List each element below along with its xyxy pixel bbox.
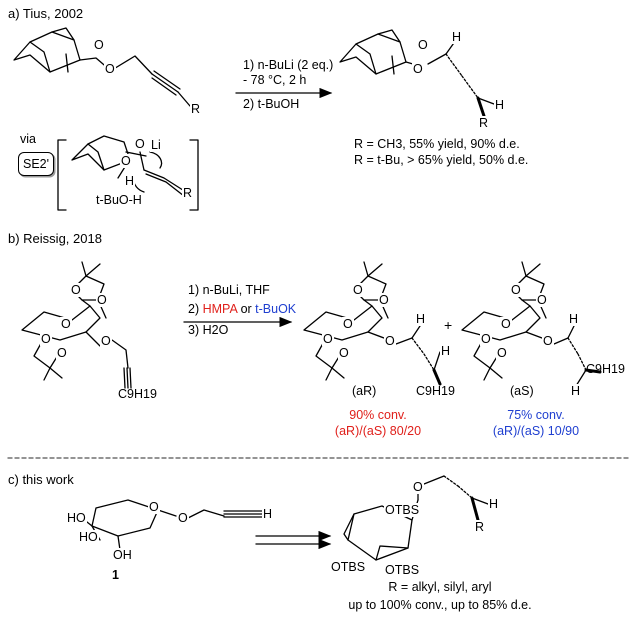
otbs-label: OTBS [384,503,421,517]
atom-o: O [378,293,390,307]
section-b-label: b) Reissig, 2018 [8,231,102,246]
r-group-label: R [474,520,486,534]
reaction-b-step3: 3) H2O [188,323,229,337]
reaction-a-step2: 2) t-BuOH [243,97,300,111]
otbs-label: OTBS [330,560,367,574]
mechanism-badge: SE2' [18,152,54,176]
atom-o: O [60,317,72,331]
tius-product [339,29,495,118]
reissig-result-2-conversion: 75% conv. [507,408,565,422]
atom-o: O [536,293,548,307]
atom-o: O [93,38,105,52]
atom-o: O [96,293,108,307]
alkyl-substituent: C9H19 [416,384,455,398]
atom-o: O [480,332,492,346]
hydroxyl-label: OH [112,548,133,562]
r-group-label: R [182,186,194,200]
atom-o: O [338,346,350,360]
hydroxyl-label: HO [78,530,99,544]
atom-o: O [496,346,508,360]
allene-h-label: H [568,312,580,326]
this-work-starting-material [81,499,263,551]
atom-o: O [70,283,82,297]
atom-o: O [148,500,160,514]
atom-o: O [322,332,334,346]
atom-o: O [542,334,554,348]
reaction-a-step1-conditions: - 78 °C, 2 h [243,73,307,87]
atom-o: O [417,38,429,52]
atom-o: O [100,334,112,348]
reaction-a-step1: 1) n-BuLi (2 eq.) [243,58,334,72]
allene-h-label: H [494,98,506,112]
atom-o: O [104,62,116,76]
reaction-b-step2: 2) HMPA or t-BuOK [188,302,297,316]
atom-o: O [56,346,68,360]
reissig-result-1-ratio: (aR)/(aS) 80/20 [334,424,422,438]
h-label: H [124,174,136,188]
this-work-product [343,475,489,561]
reissig-result-2-ratio: (aR)/(aS) 10/90 [492,424,580,438]
reissig-starting-material [21,261,132,389]
reaction-b-step1: 1) n-BuLi, THF [188,283,270,297]
alkyl-substituent: C9H19 [118,387,157,401]
atom-o: O [177,511,189,525]
product-aS-label: (aS) [510,384,534,398]
atom-o: O [412,62,424,76]
alkyl-substituent: C9H19 [586,362,625,376]
allene-h-label: H [570,384,582,398]
otbs-label: OTBS [384,563,421,577]
plus-sign: + [444,317,453,333]
atom-o: O [120,154,132,168]
hmpa-reagent: HMPA [202,302,238,316]
terminal-h-label: H [262,507,274,521]
this-work-result-2: up to 100% conv., up to 85% d.e. [348,598,532,612]
r-group-label: R [190,102,202,116]
atom-o: O [40,332,52,346]
section-c-label: c) this work [8,472,74,487]
tius-result-2: R = t-Bu, > 65% yield, 50% d.e. [354,153,529,167]
atom-o: O [352,283,364,297]
tius-result-1: R = CH3, 55% yield, 90% d.e. [354,137,520,151]
lithium-label: Li [150,138,162,152]
allene-h-label: H [488,497,500,511]
hydroxyl-label: HO [66,511,87,525]
atom-o: O [342,317,354,331]
r-group-label: R [478,116,490,130]
section-a-label: a) Tius, 2002 [8,6,84,21]
allene-h-label: H [451,30,463,44]
atom-o: O [384,334,396,348]
reissig-result-1-conversion: 90% conv. [349,408,407,422]
atom-o: O [134,137,146,151]
tius-starting-material [13,27,191,107]
atom-o: O [500,317,512,331]
allene-h-label: H [415,312,427,326]
reissig-product-aS [461,261,602,387]
atom-o: O [412,480,424,494]
atom-o: O [510,283,522,297]
product-aR-label: (aR) [352,384,377,398]
compound-number: 1 [112,568,119,582]
tbuok-reagent: t-BuOK [255,302,297,316]
proton-source-label: t-BuO-H [96,193,142,207]
via-label: via [20,132,36,146]
this-work-result-1: R = alkyl, silyl, aryl [388,580,492,594]
allene-h-label: H [440,344,452,358]
